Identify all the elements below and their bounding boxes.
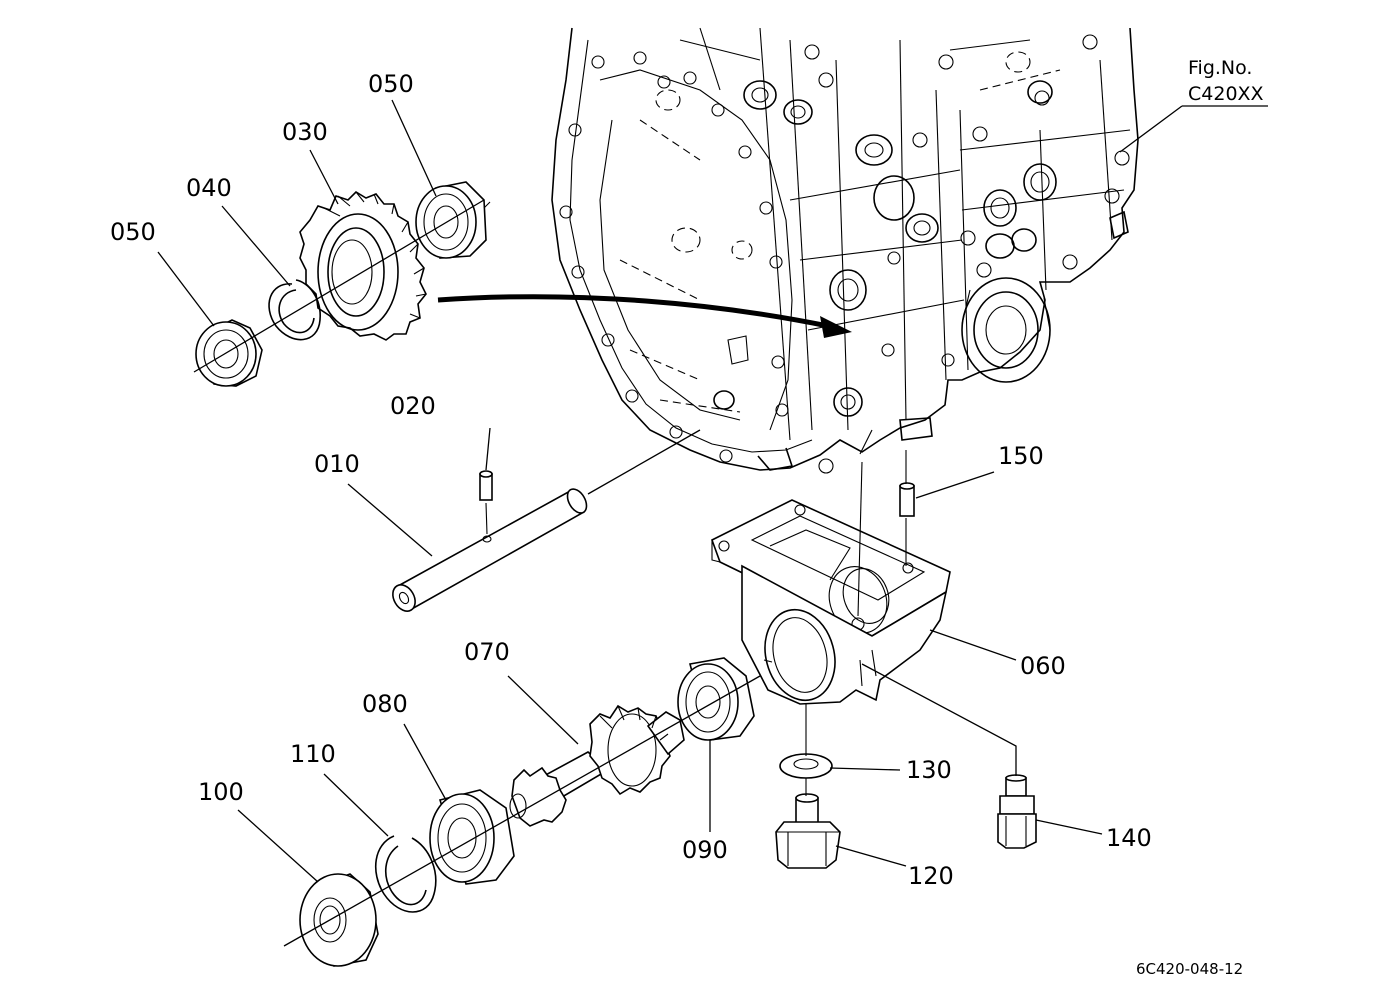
bearing-080 (429, 789, 515, 885)
shaft-010 (392, 488, 588, 612)
callout-020: 020 (390, 392, 436, 420)
callout-120: 120 (908, 862, 954, 890)
callout-130: 130 (906, 756, 952, 784)
callout-050-left: 050 (110, 218, 156, 246)
pin-020 (479, 470, 493, 501)
callout-110: 110 (290, 740, 336, 768)
figure-number-label: Fig.No. (1188, 57, 1252, 79)
housing-060 (711, 499, 951, 705)
callout-100: 100 (198, 778, 244, 806)
callout-010: 010 (314, 450, 360, 478)
bearing-050-lower (195, 319, 263, 387)
callout-060: 060 (1020, 652, 1066, 680)
bearing-090 (677, 657, 755, 741)
bearing-050-upper (415, 181, 491, 259)
drawing-code: 6C420-048-12 (1136, 960, 1243, 978)
gear-shaft-070 (509, 704, 685, 827)
callout-150: 150 (998, 442, 1044, 470)
callout-080: 080 (362, 690, 408, 718)
callout-050-top: 050 (368, 70, 414, 98)
circlip-040 (268, 279, 321, 341)
washer-130 (779, 753, 833, 779)
callout-140: 140 (1106, 824, 1152, 852)
oil-seal-100 (299, 873, 379, 967)
plug-140 (997, 774, 1037, 849)
bolt-120 (775, 793, 841, 869)
dowel-pin-150 (899, 482, 915, 517)
assembly-arrow (437, 294, 852, 338)
callout-040: 040 (186, 174, 232, 202)
callout-090: 090 (682, 836, 728, 864)
figure-number-value: C420XX (1188, 83, 1264, 105)
transmission-case (551, 27, 1139, 474)
gear-030 (299, 190, 427, 341)
callout-030: 030 (282, 118, 328, 146)
callout-070: 070 (464, 638, 510, 666)
circlip-110 (375, 835, 437, 913)
